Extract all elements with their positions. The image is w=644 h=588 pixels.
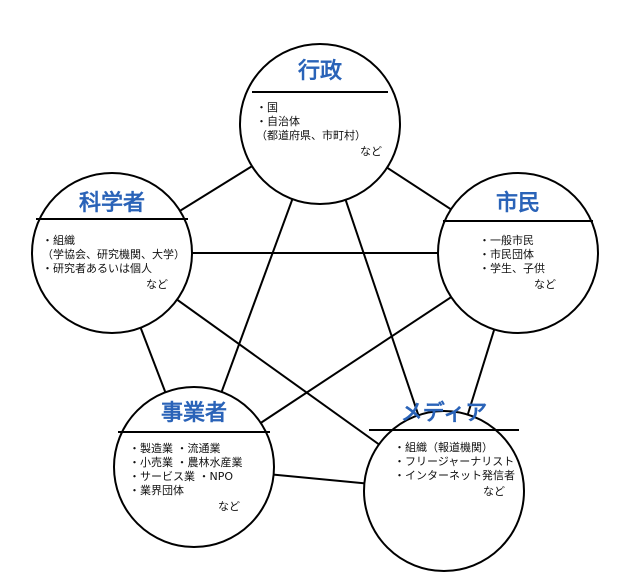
node-gyosei: 行政・国・自治体（都道府県、市町村） など [239, 43, 401, 205]
stakeholder-nodes: 行政・国・自治体（都道府県、市町村）など市民・一般市民・市民団体・学生、子供など… [31, 43, 599, 572]
node-circle [113, 386, 275, 548]
node-item: ・フリージャーナリスト [394, 455, 514, 468]
node-item: ・自治体 [256, 114, 300, 128]
node-item: （学協会、研究機関、大学） [42, 247, 185, 261]
node-etc-label: など [218, 500, 240, 513]
node-etc-label: など [146, 278, 168, 291]
node-item: ・小売業 ・農林水産業 [129, 455, 243, 469]
node-etc-label: など [360, 145, 382, 158]
node-item: ・国 [256, 101, 278, 114]
node-item: ・インターネット発信者 [394, 468, 515, 482]
node-title: 事業者 [161, 400, 227, 426]
node-item: （都道府県、市町村） [256, 128, 366, 142]
node-circle [239, 43, 401, 205]
node-title: 市民 [496, 190, 540, 216]
node-item: ・組織（報道機関） [394, 440, 493, 454]
node-item: ・サービス業 ・NPO [129, 470, 233, 483]
node-item: ・業界団体 [129, 483, 184, 497]
node-circle [437, 172, 599, 334]
node-item: ・製造業 ・流通業 [129, 441, 221, 455]
node-etc-label: など [483, 485, 505, 498]
node-circle [363, 410, 525, 572]
node-title: 科学者 [79, 190, 145, 216]
node-item: ・研究者あるいは個人 [42, 261, 152, 275]
node-circle [31, 172, 193, 334]
node-item: ・学生、子供 [479, 261, 545, 275]
node-title: メディア [401, 400, 487, 426]
node-etc-label: など [534, 278, 556, 291]
node-jigyosha: 事業者・製造業 ・流通業・小売業 ・農林水産業・サービス業 ・NPO・業界団体な… [113, 386, 275, 548]
node-item: ・市民団体 [479, 247, 534, 261]
node-item: ・組織 [42, 234, 75, 247]
node-title: 行政 [297, 58, 343, 84]
node-item: ・一般市民 [479, 233, 534, 247]
